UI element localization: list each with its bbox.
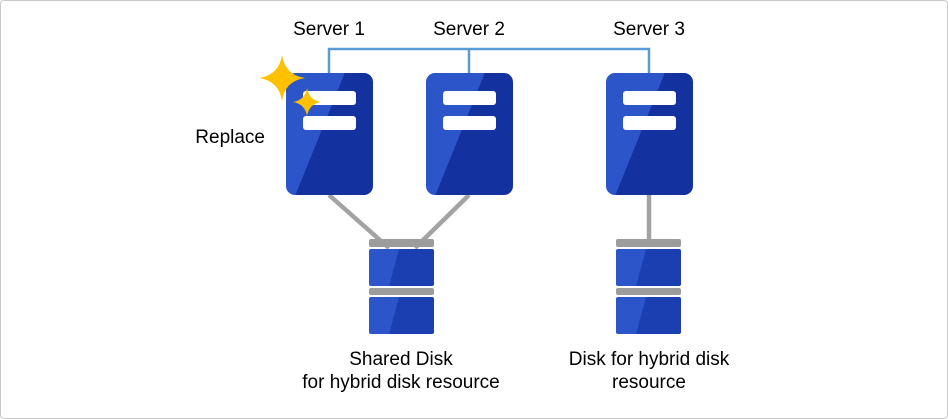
disk-platter <box>369 297 434 334</box>
server-slot-bar <box>443 91 496 105</box>
shared-disk-label-line1: Shared Disk <box>349 349 453 370</box>
hybrid-disk-icon <box>616 239 681 334</box>
disk-cap <box>616 288 681 295</box>
shared-disk-icon <box>369 239 434 334</box>
hybrid-disk-label: Disk for hybrid disk resource <box>517 348 781 394</box>
disk-platter <box>616 249 681 286</box>
server-3-label: Server 3 <box>613 19 685 40</box>
server-1-icon <box>286 73 373 195</box>
hybrid-disk-label-line1: Disk for hybrid disk <box>568 349 730 370</box>
server-1-label: Server 1 <box>293 19 365 40</box>
disk-platter <box>616 297 681 334</box>
network-line <box>327 47 651 73</box>
disk-platter <box>369 249 434 286</box>
server-slot-bar <box>303 116 356 130</box>
server-slot-bar <box>443 116 496 130</box>
disk-cap <box>369 288 434 295</box>
server-slot-bar <box>623 116 676 130</box>
disk-cap <box>616 239 681 247</box>
server-2-icon <box>426 73 513 195</box>
server-slot-bar <box>623 91 676 105</box>
shared-disk-label: Shared Disk for hybrid disk resource <box>269 348 533 394</box>
sparkle-star-small <box>293 88 321 116</box>
sparkle-star-large <box>259 55 305 101</box>
sparkle-icon <box>259 55 321 116</box>
replace-label: Replace <box>195 127 265 148</box>
server-3-icon <box>606 73 693 195</box>
server-2-label: Server 2 <box>433 19 505 40</box>
disk-cap <box>369 239 434 247</box>
shared-disk-label-line2: for hybrid disk resource <box>302 372 500 393</box>
hybrid-disk-label-line2: resource <box>612 372 686 393</box>
